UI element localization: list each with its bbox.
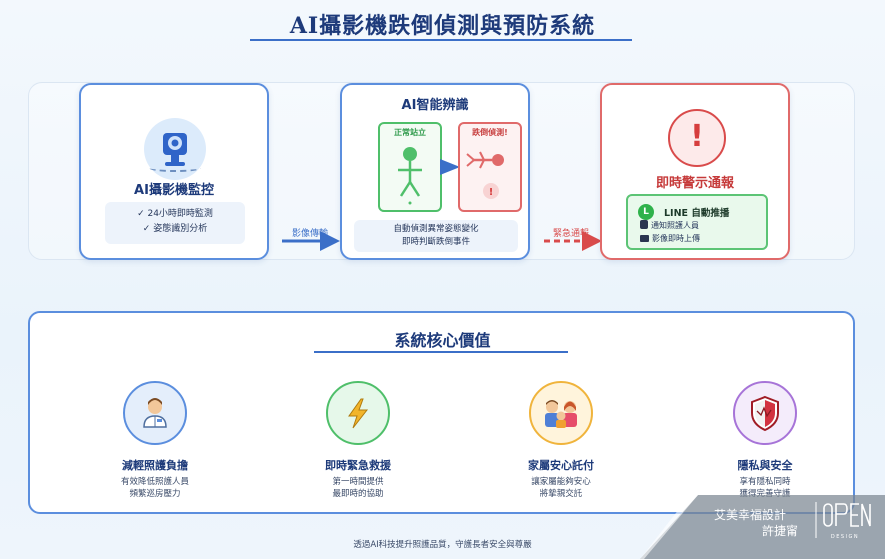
line-push-item: 通知照護人員 (640, 220, 699, 231)
camera-feature-item: ✓ 姿態識別分析 (142, 224, 208, 234)
page-title: AI攝影機跌倒偵測與預防系統 (289, 13, 596, 39)
value-description: 享有隱私同時 獲得完善守護 (739, 477, 791, 499)
watermark-logo: DESIGN (815, 502, 871, 540)
phone-icon (640, 220, 648, 229)
line-push-title: LINE 自動推播 (664, 208, 730, 219)
normal-pose-panel: 正常站立 (378, 122, 442, 212)
fall-pose-panel: 跌倒偵測! ! (458, 122, 522, 212)
camera-scan-arc (149, 164, 201, 172)
camera-card-heading: AI攝影機監控 (134, 183, 214, 198)
caregiver-icon (143, 398, 167, 428)
emergency-arrow (544, 231, 602, 251)
emergency-arrow-label: 緊急通報 (553, 229, 590, 239)
line-push-box: L LINE 自動推播 通知照護人員 影像即時上傳 (626, 194, 768, 250)
value-icon-circle (326, 381, 390, 445)
normal-pose-label: 正常站立 (394, 128, 426, 137)
value-icon-circle (123, 381, 187, 445)
line-app-icon: L (638, 204, 654, 220)
value-title: 家屬安心託付 (528, 459, 594, 472)
shield-icon (751, 395, 779, 432)
value-title: 減輕照護負擔 (122, 459, 188, 472)
core-title-underline (314, 351, 568, 353)
watermark-author-text: 許捷甯 (762, 524, 799, 538)
camera-monitor-card: AI攝影機監控 ✓ 24小時即時監測 ✓ 姿態識別分析 (79, 83, 269, 260)
transfer-arrow (282, 231, 340, 251)
alert-notification-card: ! 即時警示通報 L LINE 自動推播 通知照護人員 影像即時上傳 (600, 83, 790, 260)
alert-exclamation-icon: ! (668, 109, 726, 167)
fall-pose-label: 跌倒偵測! (472, 128, 508, 137)
core-value-title: 系統核心價值 (394, 331, 491, 350)
value-title: 隱私與安全 (737, 459, 793, 472)
ai-description-box: 自動偵測異常姿態變化 即時判斷跌倒事件 (354, 220, 518, 252)
line-push-item: 影像即時上傳 (640, 233, 700, 244)
footer-caption: 透過AI科技提升照護品質，守護長者安全與尊嚴 (353, 540, 532, 550)
standing-person-icon (398, 147, 422, 205)
camera-feature-list: ✓ 24小時即時監測 ✓ 姿態識別分析 (105, 202, 245, 244)
value-description: 第一時間提供 最即時的協助 (332, 477, 384, 499)
transfer-arrow-label: 影像傳輸 (292, 229, 329, 239)
lightning-icon (348, 398, 369, 429)
value-description: 讓家屬能夠安心 將摯親交託 (531, 477, 591, 499)
ai-recognition-card: AI智能辨識 正常站立 跌倒偵測! ! 自動偵測異常姿態變化 即時判斷跌倒事件 (340, 83, 530, 260)
ai-card-heading: AI智能辨識 (401, 98, 469, 113)
value-description: 有效降低照護人員 頻繁巡房壓力 (120, 477, 189, 499)
camera-feature-item: ✓ 24小時即時監測 (137, 209, 213, 219)
fallen-person-icon: ! (466, 151, 504, 199)
ai-description-line: 即時判斷跌倒事件 (401, 237, 470, 247)
alert-card-heading: 即時警示通報 (655, 176, 734, 191)
video-icon (640, 235, 649, 242)
title-underline (250, 39, 632, 41)
svg-text:!: ! (489, 187, 494, 198)
ai-description-line: 自動偵測異常姿態變化 (393, 224, 479, 234)
value-icon-circle (733, 381, 797, 445)
value-icon-circle (529, 381, 593, 445)
analysis-arrow-icon (440, 159, 460, 175)
value-title: 即時緊急救援 (325, 459, 391, 472)
watermark-brand-text: 艾美幸福設計 (714, 508, 787, 522)
svg-text:DESIGN: DESIGN (831, 534, 859, 540)
family-icon (545, 400, 577, 428)
